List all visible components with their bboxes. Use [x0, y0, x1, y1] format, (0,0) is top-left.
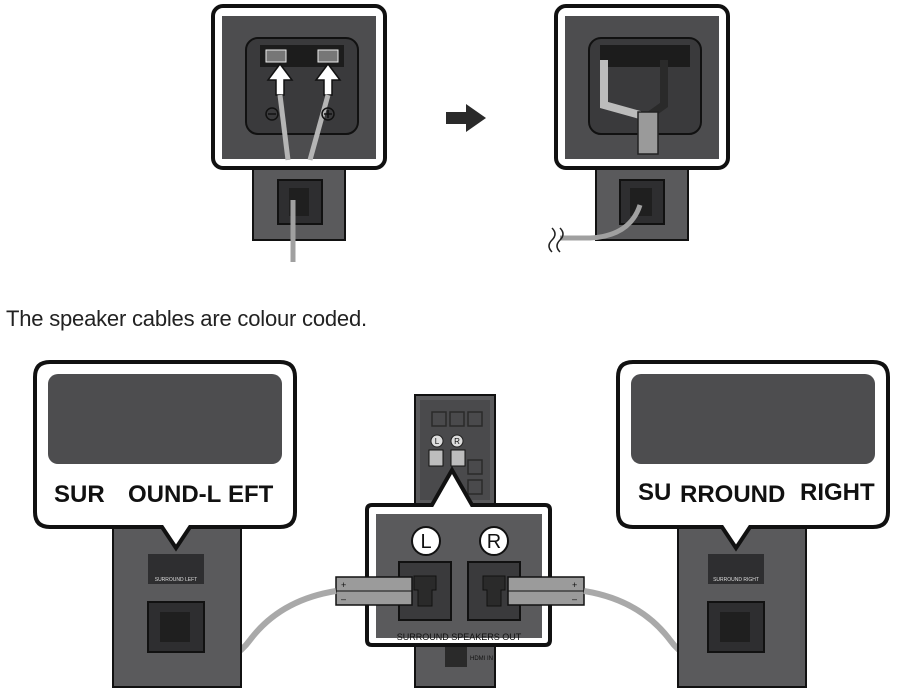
left-label-part1: SUR	[54, 481, 105, 508]
insert-arrow-icon	[266, 62, 294, 96]
svg-text:+: +	[341, 580, 346, 590]
minus-icon	[265, 107, 279, 121]
small-port-r-label: R	[454, 437, 460, 446]
speaker-body	[595, 159, 689, 241]
small-port-l-label: L	[435, 437, 440, 446]
next-step-arrow-icon	[446, 104, 486, 132]
caption-text: The speaker cables are colour coded.	[6, 306, 367, 331]
port-l-badge	[411, 526, 441, 556]
top-right-step	[548, 4, 730, 253]
plus-icon	[321, 107, 335, 121]
svg-text:–: –	[572, 594, 577, 604]
right-label-part1: SU	[638, 479, 671, 506]
right-speaker: SURROUND RIGHT SU RROUND RIGHT	[616, 360, 890, 688]
svg-text:–: –	[341, 594, 346, 604]
insert-arrow-icon	[314, 62, 342, 96]
center-callout: L R SURROUND SPEAKERS OUT	[365, 465, 552, 647]
hdmi-tag: HDMI IN	[470, 656, 493, 662]
svg-text:+: +	[572, 580, 577, 590]
port-r-badge	[479, 526, 509, 556]
right-label-part3: RIGHT	[800, 479, 875, 506]
left-label-part2: OUND-L	[128, 481, 221, 508]
cable-break-icon	[548, 227, 556, 253]
left-label-part3: EFT	[228, 481, 274, 508]
left-small-tag: SURROUND LEFT	[155, 577, 198, 583]
top-left-step	[211, 4, 387, 262]
right-label-part2: RROUND	[680, 481, 785, 508]
speaker-cable	[560, 204, 643, 241]
left-speaker: SURROUND LEFT SUR OUND-L EFT	[33, 360, 297, 688]
right-speaker-terminal	[707, 601, 765, 653]
surround-speakers-out-label: SURROUND SPEAKERS OUT	[397, 632, 522, 642]
right-small-tag: SURROUND RIGHT	[713, 577, 759, 583]
port-r-label: R	[487, 531, 501, 553]
right-plug: + –	[507, 576, 585, 606]
left-plug: + –	[335, 576, 413, 606]
port-l-label: L	[420, 531, 431, 553]
